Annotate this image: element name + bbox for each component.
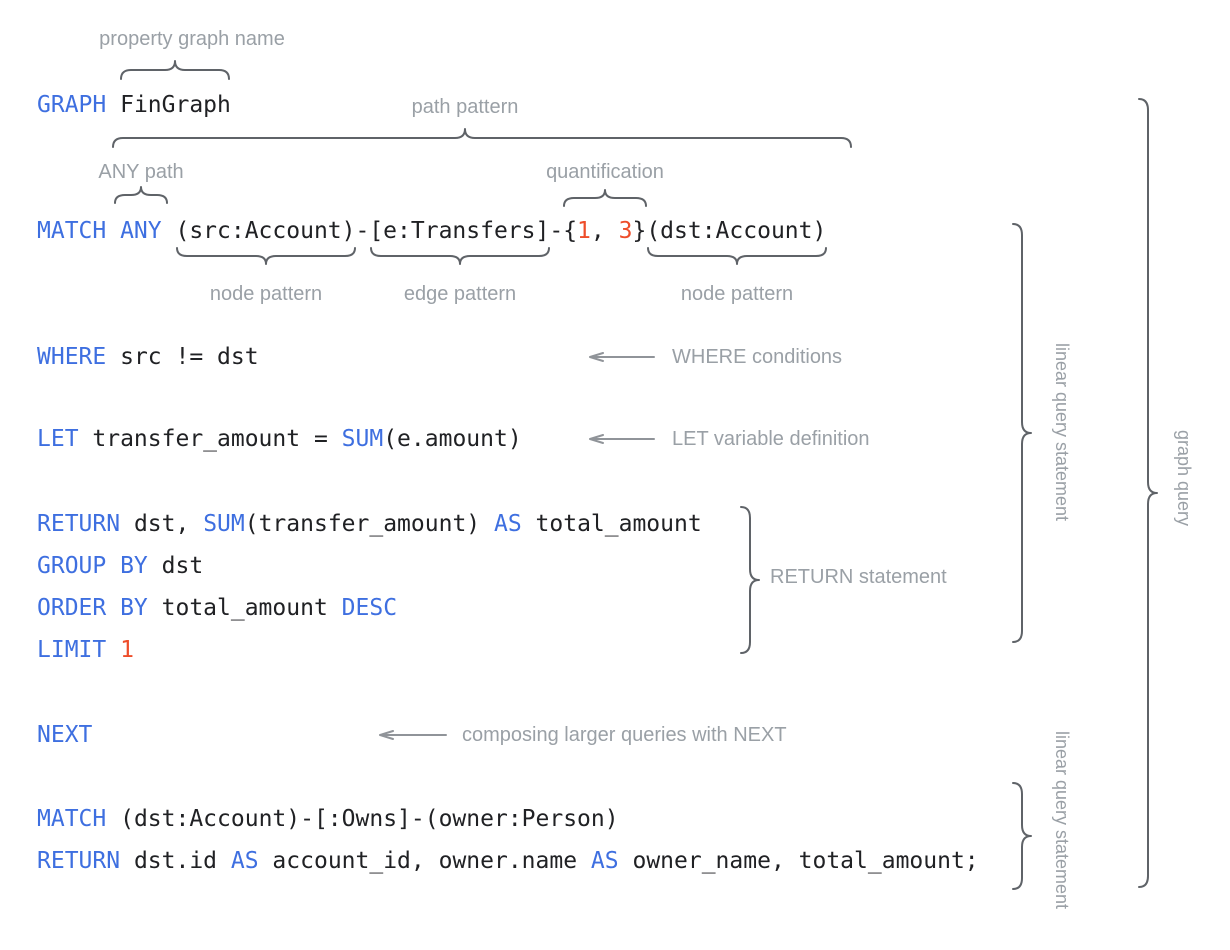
- code-token: }(dst:Account): [632, 218, 827, 244]
- graph-query-label: graph query: [1174, 429, 1194, 527]
- brace-property-graph-name: [120, 60, 230, 80]
- code-line-return: RETURN dst, SUM(transfer_amount) AS tota…: [37, 509, 702, 539]
- return-statement-label: RETURN statement: [770, 566, 947, 588]
- code-token: transfer_amount =: [78, 426, 342, 452]
- code-token: AS: [230, 848, 259, 874]
- where-conditions-label: WHERE conditions: [672, 346, 843, 368]
- code-token: 1: [120, 637, 134, 663]
- brace-any-path: [114, 186, 168, 204]
- brace-linear-query-bottom: [1012, 782, 1032, 890]
- code-token: (src:Account)-[e:Transfers]-{: [161, 218, 578, 244]
- code-token: NEXT: [37, 722, 93, 748]
- arrow-let-variable: [589, 434, 655, 444]
- code-token: (dst:Account)-[:Owns]-(owner:Person): [106, 806, 619, 832]
- any-path-label: ANY path: [98, 161, 184, 183]
- code-token: total_amount: [521, 511, 702, 537]
- code-token: ORDER BY: [37, 595, 148, 621]
- code-token: dst,: [120, 511, 204, 537]
- let-variable-label: LET variable definition: [672, 428, 870, 450]
- code-token: FinGraph: [106, 92, 231, 118]
- brace-graph-query: [1138, 98, 1158, 888]
- brace-node-pattern-src: [176, 247, 356, 265]
- code-line-order-by: ORDER BY total_amount DESC: [37, 593, 397, 623]
- code-token: SUM: [341, 426, 384, 452]
- code-line-limit: LIMIT 1: [37, 635, 134, 665]
- code-token: 3: [618, 218, 633, 244]
- arrow-where-conditions: [589, 352, 655, 362]
- code-token: (e.amount): [383, 426, 522, 452]
- property-graph-name-label: property graph name: [99, 28, 285, 50]
- code-line-match-2: MATCH (dst:Account)-[:Owns]-(owner:Perso…: [37, 804, 619, 834]
- code-token: LIMIT: [37, 637, 107, 663]
- brace-path-pattern: [112, 128, 852, 148]
- next-note-label: composing larger queries with NEXT: [462, 724, 787, 746]
- code-token: MATCH: [37, 806, 107, 832]
- code-token: RETURN: [37, 511, 121, 537]
- brace-return-statement: [740, 506, 760, 654]
- brace-edge-pattern: [370, 247, 550, 265]
- code-token: ,: [590, 218, 619, 244]
- code-token: SUM: [203, 511, 245, 537]
- code-line-next: NEXT: [37, 720, 92, 750]
- node-pattern-src-label: node pattern: [209, 283, 323, 305]
- code-token: DESC: [341, 595, 398, 621]
- brace-node-pattern-dst: [647, 247, 827, 265]
- code-token: GRAPH: [37, 92, 107, 118]
- code-token: owner_name, total_amount;: [618, 848, 979, 874]
- linear-query-statement-top-label: linear query statement: [1052, 342, 1072, 522]
- arrow-next-note: [379, 730, 447, 740]
- code-line-return-2: RETURN dst.id AS account_id, owner.name …: [37, 846, 979, 876]
- path-pattern-label: path pattern: [411, 96, 519, 118]
- code-token: account_id, owner.name: [258, 848, 591, 874]
- brace-quantification: [563, 189, 647, 207]
- code-token: (transfer_amount): [244, 511, 494, 537]
- code-token: dst: [147, 553, 204, 579]
- code-token: 1: [577, 218, 591, 244]
- code-token: WHERE: [37, 344, 107, 370]
- code-token: MATCH ANY: [37, 218, 162, 244]
- node-pattern-dst-label: node pattern: [680, 283, 794, 305]
- code-token: dst.id: [120, 848, 231, 874]
- code-line-where: WHERE src != dst: [37, 342, 259, 372]
- code-line-graph: GRAPH FinGraph: [37, 90, 231, 120]
- code-token: LET: [37, 426, 79, 452]
- code-line-match: MATCH ANY (src:Account)-[e:Transfers]-{1…: [37, 216, 826, 246]
- code-token: RETURN: [37, 848, 121, 874]
- code-line-let: LET transfer_amount = SUM(e.amount): [37, 424, 522, 454]
- code-token: src != dst: [106, 344, 259, 370]
- quantification-label: quantification: [546, 161, 664, 183]
- code-token: total_amount: [147, 595, 342, 621]
- code-token: AS: [493, 511, 522, 537]
- edge-pattern-label: edge pattern: [403, 283, 517, 305]
- code-token: GROUP BY: [37, 553, 148, 579]
- brace-linear-query-top: [1012, 223, 1032, 643]
- code-line-group-by: GROUP BY dst: [37, 551, 203, 581]
- code-token: AS: [590, 848, 619, 874]
- code-token: [106, 637, 120, 663]
- linear-query-statement-bottom-label: linear query statement: [1052, 730, 1072, 910]
